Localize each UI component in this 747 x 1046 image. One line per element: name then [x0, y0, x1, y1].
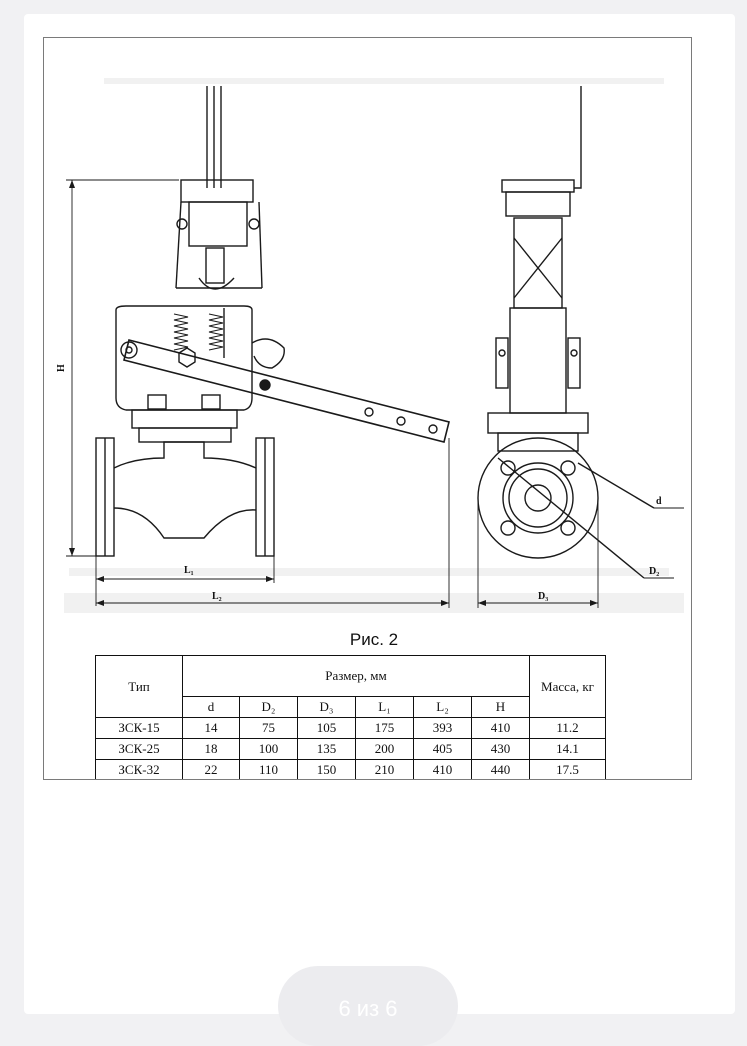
cell: 440	[471, 759, 530, 779]
col-header: L₁	[355, 696, 414, 718]
header-type: Тип	[95, 655, 183, 718]
cell: 410	[471, 717, 530, 739]
col-header: L₂	[413, 696, 472, 718]
col-header: d	[182, 696, 240, 718]
cell: 75	[239, 717, 298, 739]
cell: 410	[413, 759, 472, 779]
cell: 135	[297, 738, 356, 760]
cell: 393	[413, 717, 472, 739]
col-header: D₂	[239, 696, 298, 718]
cell-type: ЗСК-32	[95, 759, 183, 779]
cell-mass: 14.1	[529, 738, 606, 760]
document-page: H L₁ L₂ d D₂ D₃ Рис. 2 Тип Размер, мм Ма…	[43, 37, 692, 780]
dim-label-D3: D₃	[538, 591, 548, 602]
dim-label-D2: D₂	[649, 566, 659, 577]
cell: 22	[182, 759, 240, 779]
cell: 14	[182, 717, 240, 739]
cell: 175	[355, 717, 414, 739]
cell: 405	[413, 738, 472, 760]
cell-mass: 17.5	[529, 759, 606, 779]
dim-label-L2: L₂	[212, 591, 222, 602]
cell-type: ЗСК-25	[95, 738, 183, 760]
table-row: ЗСК-15 14 75 105 175 393 410 11.2	[95, 717, 606, 739]
valve-drawing: H L₁ L₂ d D₂ D₃	[56, 78, 684, 613]
table-row: ЗСК-25 18 100 135 200 405 430 14.1	[95, 738, 606, 760]
table-row: ЗСК-32 22 110 150 210 410 440 17.5	[95, 759, 606, 779]
cell: 200	[355, 738, 414, 760]
col-header: D₃	[297, 696, 356, 718]
cell: 100	[239, 738, 298, 760]
header-mass: Масса, кг	[529, 655, 606, 718]
cell-mass: 11.2	[529, 717, 606, 739]
dim-label-H: H	[56, 364, 67, 372]
cell: 110	[239, 759, 298, 779]
figure-caption: Рис. 2	[349, 630, 399, 649]
spec-table: Тип Размер, мм Масса, кг d D₂ D₃ L₁ L₂ H…	[95, 655, 606, 779]
cell: 105	[297, 717, 356, 739]
page-indicator-label: 6 из 6	[338, 996, 398, 1021]
cell: 430	[471, 738, 530, 760]
col-header: H	[471, 696, 530, 718]
cell-type: ЗСК-15	[95, 717, 183, 739]
page-indicator[interactable]: 6 из 6	[278, 966, 458, 1046]
header-size: Размер, мм	[182, 655, 530, 697]
cell: 150	[297, 759, 356, 779]
dim-label-d: d	[656, 496, 662, 507]
cell: 18	[182, 738, 240, 760]
cell: 210	[355, 759, 414, 779]
dim-label-L1: L₁	[184, 565, 194, 576]
